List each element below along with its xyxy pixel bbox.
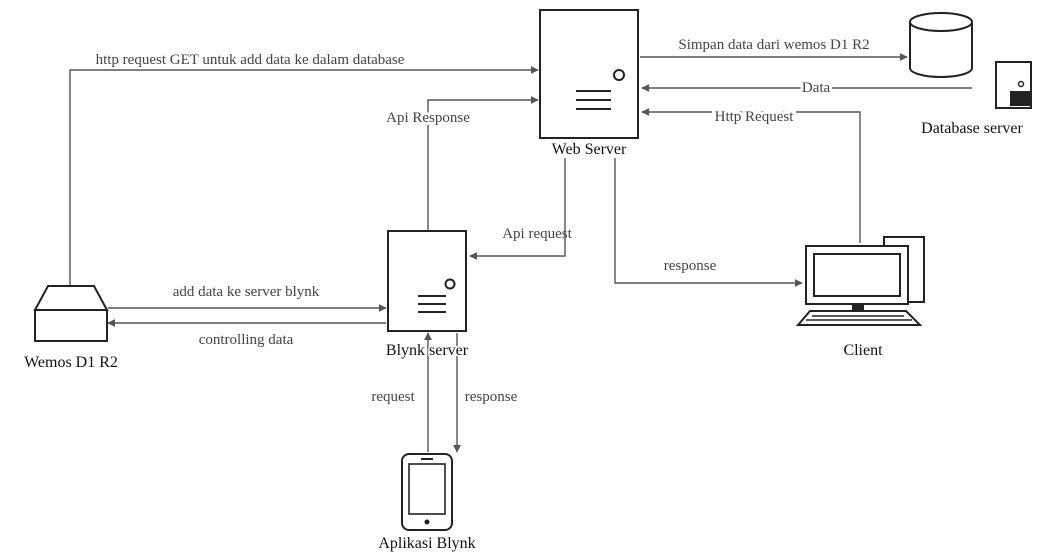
node-label-client: Client: [843, 342, 883, 359]
label-wemos-to-blynk: add data ke server blynk: [173, 284, 320, 300]
edge-client-to-web-server: [641, 108, 861, 243]
label-client-to-web: Http Request: [715, 109, 795, 125]
label-blynk-to-app: response: [465, 389, 518, 405]
label-blynk-to-wemos: controlling data: [199, 332, 294, 348]
connectors: [69, 53, 972, 453]
label-web-to-client: response: [664, 258, 717, 274]
label-web-to-db: Simpan data dari wemos D1 R2: [678, 37, 869, 53]
database-server-icon: [995, 61, 1032, 109]
node-label-database-server: Database server: [921, 120, 1023, 137]
label-wemos-to-web: http request GET untuk add data ke dalam…: [96, 52, 405, 68]
node-label-app: Aplikasi Blynk: [378, 535, 475, 552]
label-web-to-blynk: Api request: [502, 226, 572, 242]
database-icon: [909, 12, 973, 78]
client-computer-icon: [795, 236, 925, 326]
blynk-server-icon: [387, 230, 467, 332]
label-db-to-web: Data: [802, 80, 831, 96]
edge-web-server-to-blynk: [469, 158, 566, 260]
edge-wemos-to-web-server: [69, 66, 539, 285]
wemos-device-icon: [33, 285, 109, 342]
node-label-wemos: Wemos D1 R2: [24, 354, 118, 371]
label-blynk-to-web: Api Response: [386, 110, 470, 126]
node-label-blynk-server: Blynk server: [386, 342, 469, 359]
node-label-web-server: Web Server: [552, 141, 627, 158]
web-server-icon: [539, 9, 639, 139]
edge-blynk-to-web-server: [427, 96, 539, 230]
label-app-to-blynk: request: [371, 389, 415, 405]
edge-web-server-to-client: [614, 158, 803, 287]
smartphone-icon: [401, 453, 453, 531]
